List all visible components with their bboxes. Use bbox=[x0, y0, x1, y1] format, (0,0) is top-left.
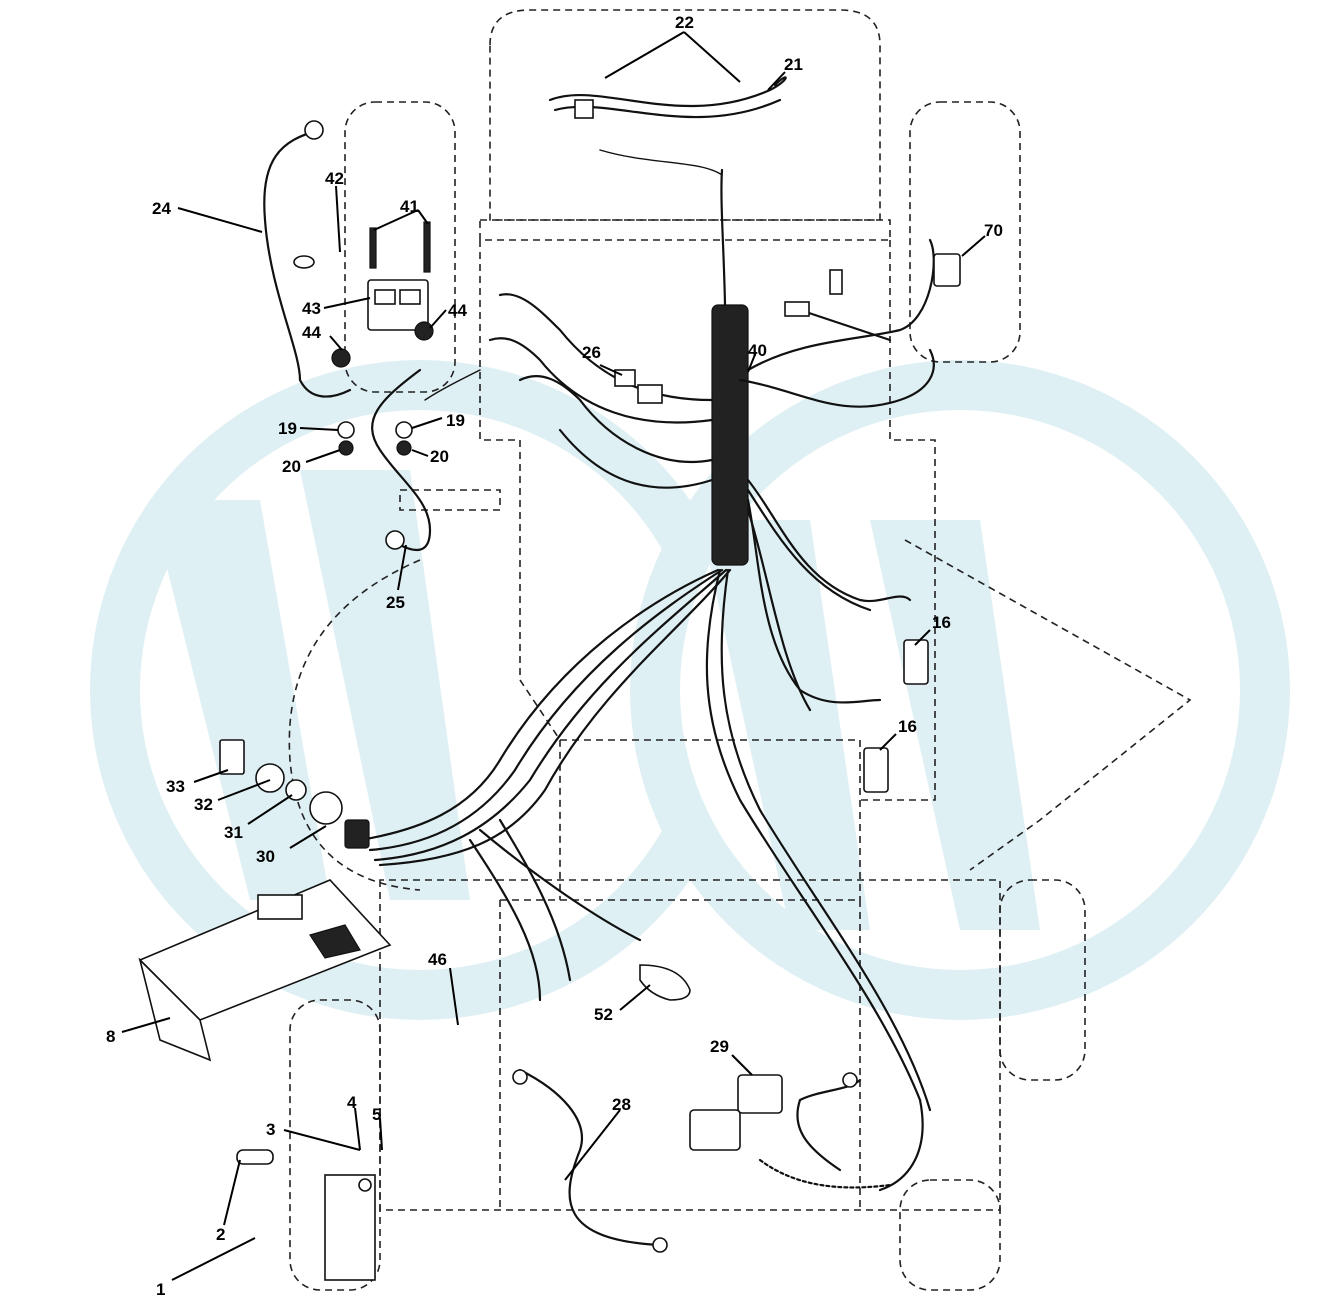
callout-22: 22 bbox=[675, 13, 694, 32]
callout-44-right: 44 bbox=[448, 301, 467, 320]
callout-8: 8 bbox=[106, 1027, 115, 1046]
callout-52: 52 bbox=[594, 1005, 613, 1024]
callout-33: 33 bbox=[166, 777, 185, 796]
callout-31: 31 bbox=[224, 823, 243, 842]
callout-5: 5 bbox=[372, 1105, 381, 1124]
callout-20-left: 20 bbox=[282, 457, 301, 476]
callout-3: 3 bbox=[266, 1120, 275, 1139]
callout-43: 43 bbox=[302, 299, 321, 318]
callout-26: 26 bbox=[582, 343, 601, 362]
callout-46: 46 bbox=[428, 950, 447, 969]
callout-1: 1 bbox=[156, 1280, 165, 1299]
callout-42: 42 bbox=[325, 169, 344, 188]
callout-40: 40 bbox=[748, 341, 767, 360]
callout-2: 2 bbox=[216, 1225, 225, 1244]
callout-19-right: 19 bbox=[446, 411, 465, 430]
callout-70: 70 bbox=[984, 221, 1003, 240]
callout-25: 25 bbox=[386, 593, 405, 612]
callout-21: 21 bbox=[784, 55, 803, 74]
wiring-harness bbox=[263, 76, 935, 1247]
callout-41: 41 bbox=[400, 197, 419, 216]
callout-44-left: 44 bbox=[302, 323, 321, 342]
callout-30: 30 bbox=[256, 847, 275, 866]
callout-16-lower: 16 bbox=[898, 717, 917, 736]
callout-29: 29 bbox=[710, 1037, 729, 1056]
leader-lines bbox=[121, 31, 986, 1281]
callout-24: 24 bbox=[152, 199, 171, 218]
callout-28: 28 bbox=[612, 1095, 631, 1114]
callout-4: 4 bbox=[347, 1093, 357, 1112]
callout-labels: 1 2 3 4 5 8 16 16 19 19 20 20 21 22 24 2… bbox=[106, 13, 1003, 1299]
callout-20-right: 20 bbox=[430, 447, 449, 466]
callout-19-left: 19 bbox=[278, 419, 297, 438]
callout-32: 32 bbox=[194, 795, 213, 814]
components bbox=[138, 99, 961, 1281]
callout-16-upper: 16 bbox=[932, 613, 951, 632]
